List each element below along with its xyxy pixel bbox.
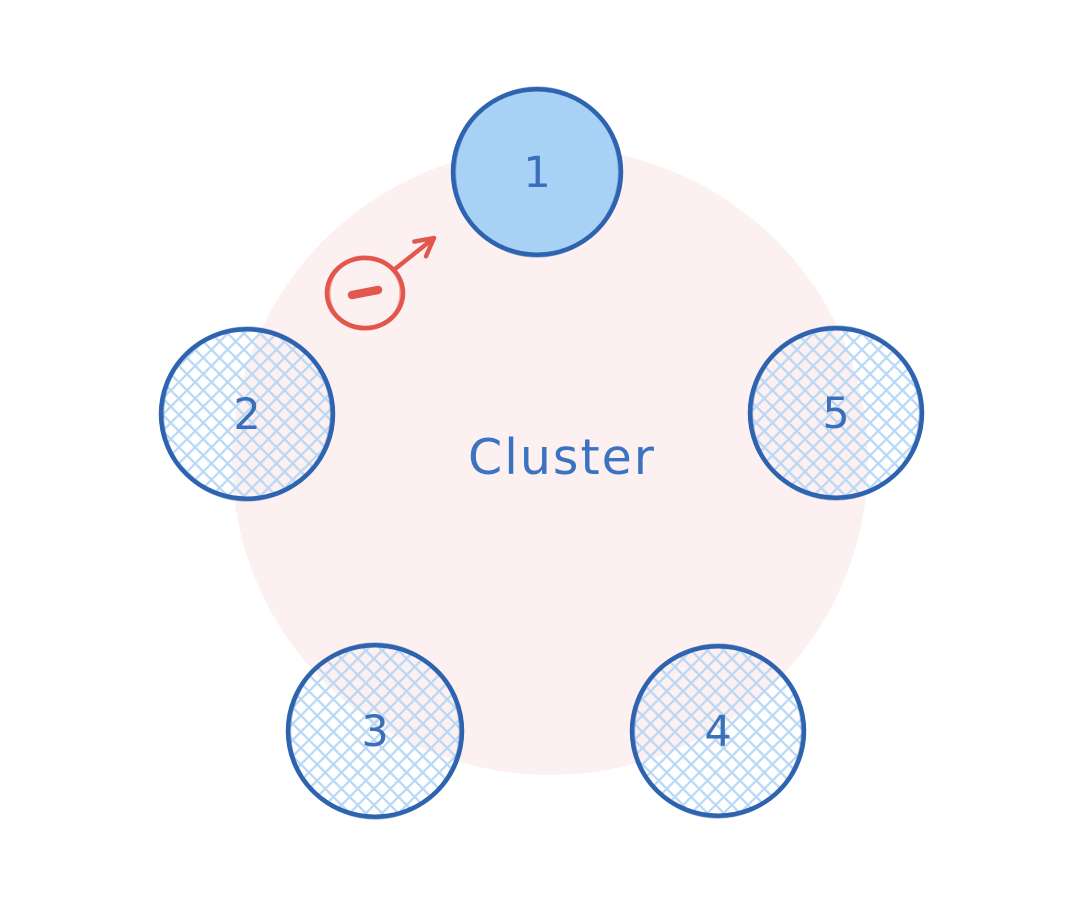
arrow-shaft — [392, 235, 437, 272]
cluster-node-4: 4 — [629, 643, 807, 819]
node-2-circle — [158, 327, 336, 501]
node-5-label: 5 — [822, 389, 849, 439]
arrow-head-icon — [412, 235, 437, 259]
node-4-circle — [629, 644, 807, 818]
node-3-circle — [285, 643, 465, 819]
cluster-node-2: 2 — [158, 326, 336, 502]
node-3-circle-sketch — [287, 642, 463, 820]
node-2-label: 2 — [233, 390, 260, 440]
cluster-node-1: 1 — [450, 86, 624, 258]
remove-node-annotation — [324, 235, 437, 331]
node-4-label: 4 — [704, 707, 731, 757]
node-2-circle-sketch — [160, 326, 334, 502]
node-1-circle-sketch — [452, 86, 622, 258]
cluster-background-circle — [232, 147, 868, 775]
cluster-label: Cluster — [468, 429, 656, 486]
node-5-circle — [747, 326, 925, 500]
node-1-label: 1 — [523, 148, 550, 198]
cluster-node-5: 5 — [747, 325, 925, 501]
remove-badge-circle-sketch — [327, 255, 403, 331]
nodes-layer: 1 2 3 4 5 — [158, 86, 925, 820]
cluster-node-3: 3 — [285, 642, 465, 820]
node-3-label: 3 — [361, 707, 388, 757]
node-4-circle-sketch — [631, 643, 805, 819]
node-1-circle — [450, 87, 624, 257]
minus-icon — [347, 285, 383, 300]
remove-badge-circle — [324, 255, 406, 331]
node-5-circle-sketch — [749, 325, 923, 501]
